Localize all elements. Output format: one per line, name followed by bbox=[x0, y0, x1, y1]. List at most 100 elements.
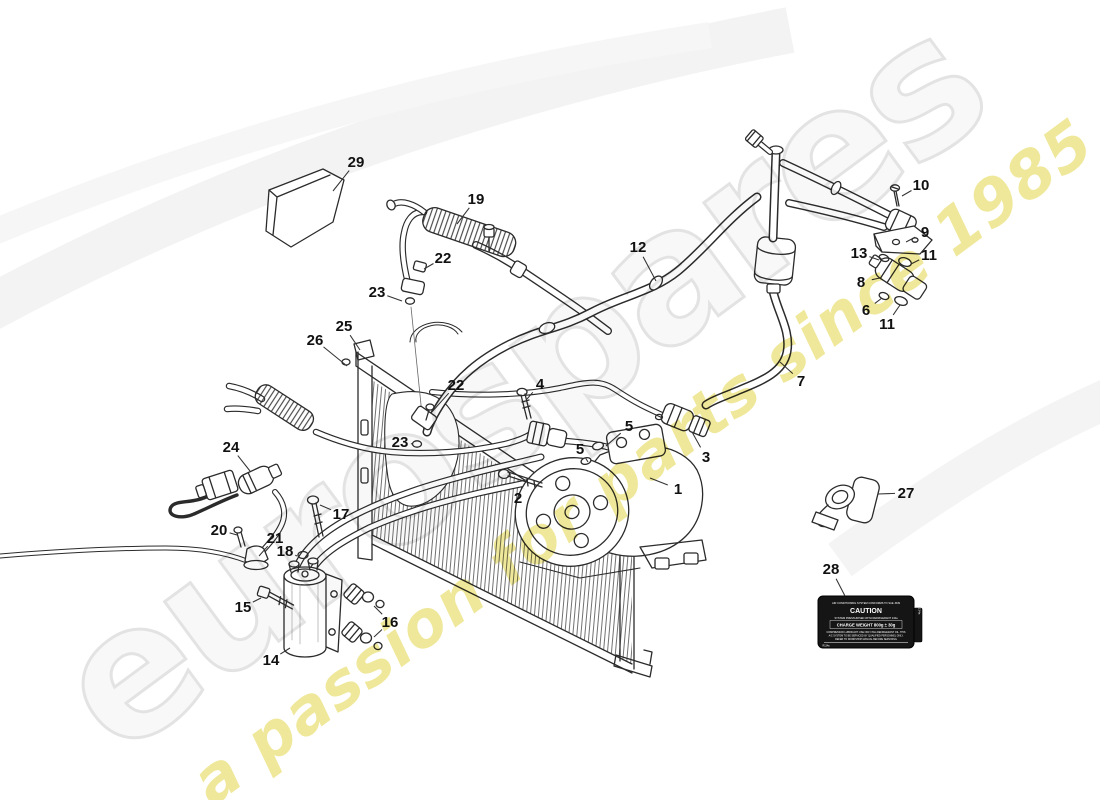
hose-12 bbox=[422, 192, 762, 437]
drier-mount-parts bbox=[233, 495, 324, 571]
watermark-brand: eurospares bbox=[17, 0, 1020, 795]
leader-line-25 bbox=[349, 334, 361, 351]
callout-15: 15 bbox=[235, 599, 252, 616]
callout-17: 17 bbox=[333, 506, 350, 523]
bolt-4 bbox=[516, 387, 532, 420]
leader-line-24 bbox=[237, 455, 251, 472]
caution-label-small1: COMPRESSOR LUBRICANT: USE ONLY PAG REFRI… bbox=[827, 631, 906, 634]
leader-line-10 bbox=[901, 190, 912, 197]
callout-14: 14 bbox=[263, 652, 280, 669]
bolt-2 bbox=[497, 468, 543, 489]
leader-line-17 bbox=[319, 504, 332, 511]
leader-line-29 bbox=[332, 170, 350, 192]
leader-line-8 bbox=[871, 277, 881, 281]
callout-10: 10 bbox=[913, 177, 930, 194]
callout-4: 4 bbox=[536, 376, 545, 393]
callout-23: 23 bbox=[392, 434, 409, 451]
leader-line-13 bbox=[869, 256, 880, 261]
caution-label-sub: SYSTEM PRESSURISED WITH REFRIGERANT 134a bbox=[834, 616, 898, 620]
callout-5: 5 bbox=[625, 418, 633, 435]
leader-line-20 bbox=[229, 532, 238, 536]
coil-pipe-assembly bbox=[223, 382, 618, 457]
caution-label-small3: REFER TO WORKSHOP MANUAL BEFORE SERVICIN… bbox=[835, 638, 897, 641]
suction-pipes bbox=[293, 453, 545, 573]
caution-label: 134a AIR CONDITIONING SYSTEM CONFORMS TO… bbox=[817, 595, 923, 649]
leader-line-5 bbox=[585, 458, 589, 463]
callout-22: 22 bbox=[435, 250, 452, 267]
callout-21: 21 bbox=[267, 530, 284, 547]
caution-label-small2: A/C SYSTEM TO BE SERVICED BY QUALIFIED P… bbox=[829, 635, 904, 638]
diagram-artwork bbox=[0, 129, 933, 678]
callout-12: 12 bbox=[630, 239, 647, 256]
leader-line-15 bbox=[252, 597, 262, 603]
hose-7-muffler bbox=[701, 236, 797, 410]
callout-5: 5 bbox=[576, 441, 584, 458]
callout-13: 13 bbox=[851, 245, 868, 262]
leader-line-14 bbox=[280, 647, 291, 655]
pressure-switch-24 bbox=[168, 463, 288, 559]
background-swoosh bbox=[0, 7, 1100, 577]
callout-11: 11 bbox=[921, 247, 937, 264]
leader-line-27 bbox=[877, 492, 896, 495]
leader-line-22 bbox=[423, 263, 434, 270]
caution-label-charge: CHARGE WEIGHT 800g ± 30g bbox=[837, 623, 896, 628]
cover-panel-29 bbox=[265, 168, 345, 248]
leader-line-7 bbox=[779, 361, 794, 374]
callout-9: 9 bbox=[921, 224, 929, 241]
leader-line-28 bbox=[835, 578, 846, 597]
leader-line-11 bbox=[910, 259, 920, 265]
callout-23: 23 bbox=[369, 284, 386, 301]
callout-24: 24 bbox=[223, 439, 240, 456]
callout-1: 1 bbox=[674, 481, 682, 498]
watermark: eurospares a passion for parts since 198… bbox=[16, 0, 1100, 800]
leader-line-9 bbox=[905, 236, 916, 243]
service-valve-assembly bbox=[868, 184, 933, 307]
callout-18: 18 bbox=[277, 543, 294, 560]
caution-label-tab-text: 134a bbox=[918, 608, 922, 615]
callout-25: 25 bbox=[336, 318, 353, 335]
callout-27: 27 bbox=[898, 485, 915, 502]
leader-line-21 bbox=[258, 545, 269, 557]
leader-line-1 bbox=[649, 477, 668, 486]
discharge-pipe bbox=[429, 379, 665, 418]
callout-29: 29 bbox=[348, 154, 365, 171]
callout-3: 3 bbox=[702, 449, 710, 466]
leader-line-16 bbox=[373, 605, 383, 615]
callout-7: 7 bbox=[797, 373, 805, 390]
callout-16: 16 bbox=[382, 614, 399, 631]
caution-label-header: AIR CONDITIONING SYSTEM CONFORMS TO SAE … bbox=[832, 601, 900, 605]
hose-19-assembly bbox=[386, 199, 612, 335]
leader-line-23 bbox=[387, 295, 403, 302]
leader-line-3 bbox=[691, 431, 702, 448]
compressor-drawing bbox=[514, 423, 707, 579]
callout-19: 19 bbox=[468, 191, 485, 208]
callout-11: 11 bbox=[879, 316, 895, 333]
left-pipe-core bbox=[0, 546, 249, 563]
condenser-inlet-fitting bbox=[410, 403, 438, 448]
leader-line-5 bbox=[605, 432, 622, 447]
caution-label-corner: R134a bbox=[822, 645, 830, 648]
fitting-3 bbox=[654, 402, 711, 438]
leader-line-18 bbox=[294, 554, 298, 557]
leader-line-16 bbox=[373, 629, 383, 638]
leader-line-22 bbox=[430, 392, 450, 414]
callout-20: 20 bbox=[211, 522, 228, 539]
callout-22: 22 bbox=[448, 377, 465, 394]
top-right-hose-junction bbox=[744, 129, 901, 243]
callout-26: 26 bbox=[307, 332, 324, 349]
receiver-drier-group bbox=[256, 557, 385, 658]
callout-28: 28 bbox=[823, 561, 840, 578]
vibration-coil bbox=[254, 384, 315, 432]
leader-line-12 bbox=[642, 256, 657, 282]
leader-line-6 bbox=[874, 297, 883, 304]
leader-line-4 bbox=[526, 391, 534, 400]
caution-label-title: CAUTION bbox=[850, 608, 882, 615]
leader-line-26 bbox=[323, 346, 348, 367]
callout-8: 8 bbox=[857, 274, 865, 291]
leader-line-11 bbox=[892, 304, 901, 316]
leader-line-19 bbox=[456, 207, 470, 225]
callout-6: 6 bbox=[862, 302, 870, 319]
callout-2: 2 bbox=[514, 490, 522, 507]
